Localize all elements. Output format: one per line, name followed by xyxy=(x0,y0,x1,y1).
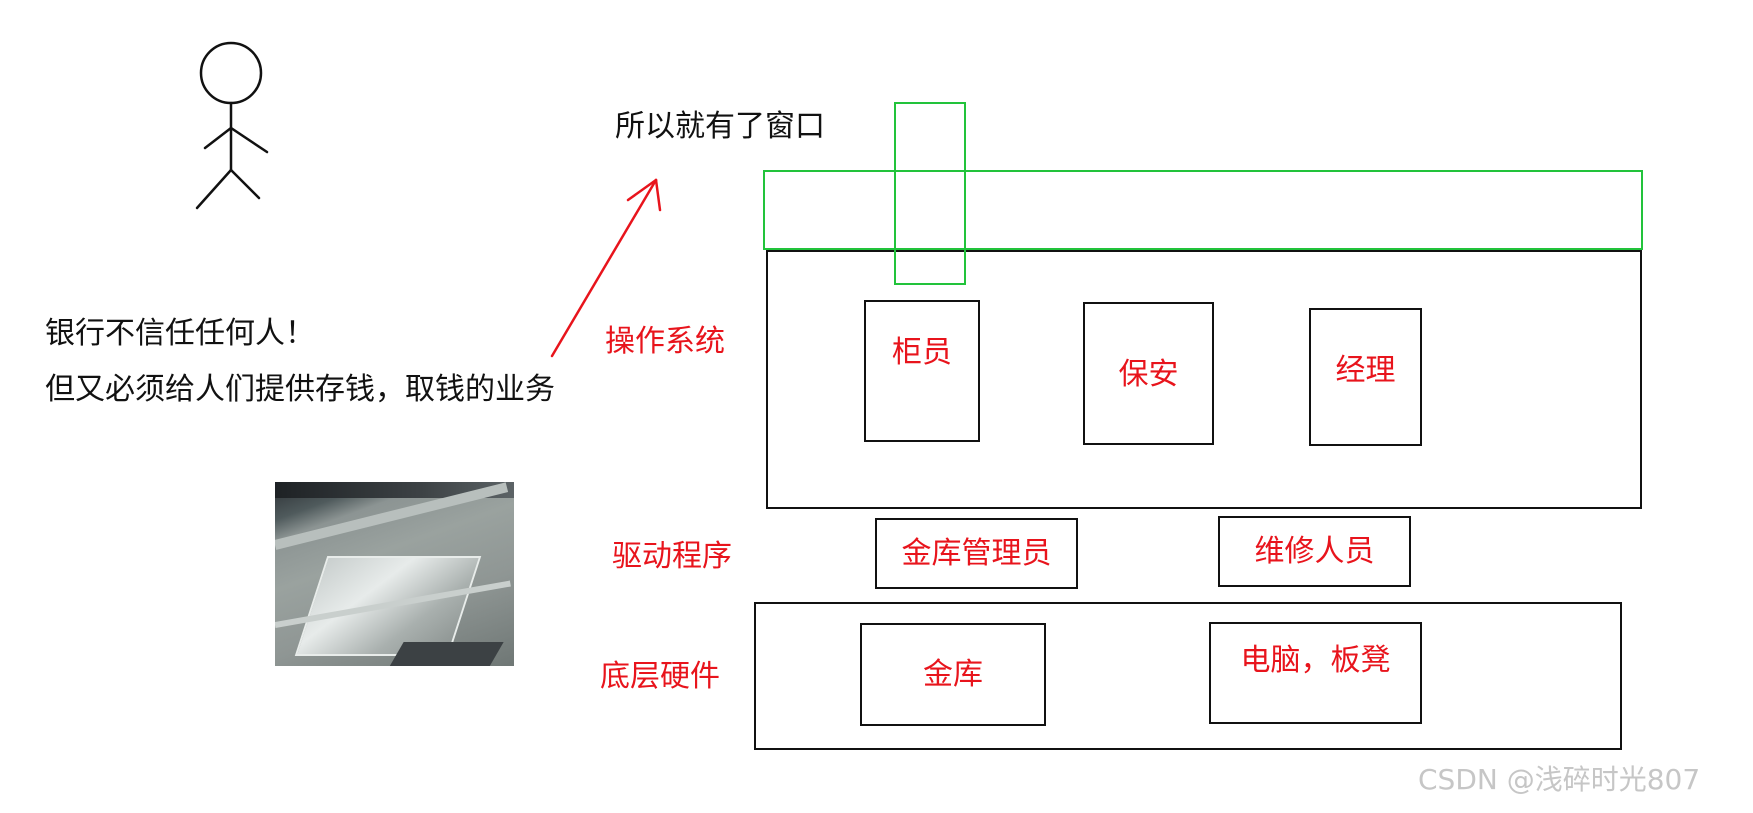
layer-label-driver: 驱动程序 xyxy=(612,539,732,574)
member-box-manager: 经理 xyxy=(1309,308,1422,446)
arrow-icon xyxy=(550,178,662,358)
bank-line-2: 但又必须给人们提供存钱，取钱的业务 xyxy=(45,372,555,407)
member-box-vault-admin: 金库管理员 xyxy=(875,518,1078,589)
member-box-maintenance: 维修人员 xyxy=(1218,516,1411,587)
watermark: CSDN @浅碎时光807 xyxy=(1418,763,1701,796)
member-box-security: 保安 xyxy=(1083,302,1214,445)
bank-tray-photo xyxy=(275,482,514,666)
window-note: 所以就有了窗口 xyxy=(615,109,825,144)
member-label-security: 保安 xyxy=(1118,357,1179,392)
window-vertical-frame xyxy=(894,102,966,285)
member-box-computer-bench: 电脑，板凳 xyxy=(1209,622,1422,724)
member-label-maintenance: 维修人员 xyxy=(1254,533,1375,569)
member-label-vault-admin: 金库管理员 xyxy=(901,535,1052,571)
member-label-teller: 柜员 xyxy=(892,335,952,370)
hardware-layer-box xyxy=(754,602,1622,750)
layer-label-hardware: 底层硬件 xyxy=(600,659,720,694)
bank-line-1: 银行不信任任何人！ xyxy=(45,316,315,351)
member-box-vault: 金库 xyxy=(860,623,1046,726)
layer-label-os: 操作系统 xyxy=(605,324,725,359)
member-box-teller: 柜员 xyxy=(864,300,980,442)
window-horizontal-frame xyxy=(763,170,1643,250)
stick-figure-icon xyxy=(195,41,269,210)
member-label-computer-bench: 电脑，板凳 xyxy=(1240,643,1391,678)
os-layer-box xyxy=(766,250,1642,509)
member-label-manager: 经理 xyxy=(1335,353,1396,388)
member-label-vault: 金库 xyxy=(923,656,983,692)
